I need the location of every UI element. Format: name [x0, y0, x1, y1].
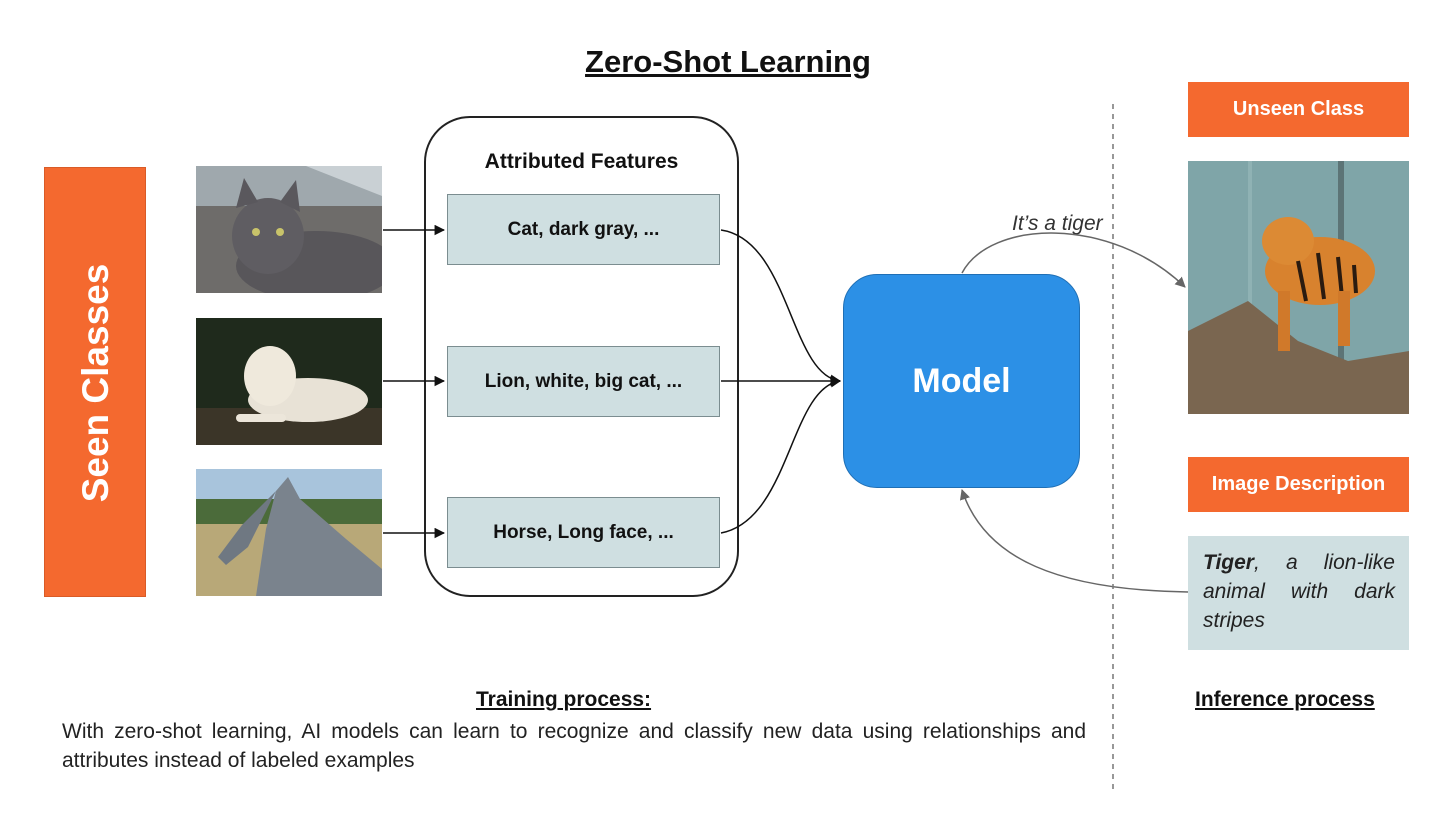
attributed-features-container — [424, 116, 739, 597]
inference-process-title: Inference process — [1195, 688, 1375, 711]
horse-image — [196, 469, 382, 596]
attributed-features-title: Attributed Features — [484, 150, 679, 173]
arrow-model-to-tiger — [961, 232, 1186, 288]
training-process-title: Training process: — [476, 688, 652, 711]
cat-image — [196, 166, 382, 293]
description-term: Tiger — [1203, 551, 1254, 574]
unseen-class-header: Unseen Class — [1188, 82, 1409, 137]
lion-image — [196, 318, 382, 445]
diagram-title: Zero-Shot Learning — [585, 44, 871, 79]
feature-box-cat: Cat, dark gray, ... — [447, 194, 720, 265]
model-box: Model — [843, 274, 1080, 488]
arrow-horse-feature-to-model — [720, 377, 842, 534]
prediction-label: It’s a tiger — [1012, 212, 1103, 235]
feature-box-horse: Horse, Long face, ... — [447, 497, 720, 568]
arrow-description-to-model — [959, 489, 1189, 593]
image-description-box: Tiger, a lion-like animal with dark stri… — [1188, 536, 1409, 650]
tiger-image — [1188, 161, 1409, 414]
feature-box-lion: Lion, white, big cat, ... — [447, 346, 720, 417]
training-process-text: With zero-shot learning, AI models can l… — [62, 720, 1086, 772]
seen-classes-bar: Seen Classes — [44, 167, 146, 597]
description-text: , a lion-like animal with dark stripes — [1203, 551, 1395, 632]
arrow-cat-feature-to-model — [720, 229, 842, 386]
image-description-header: Image Description — [1188, 457, 1409, 512]
